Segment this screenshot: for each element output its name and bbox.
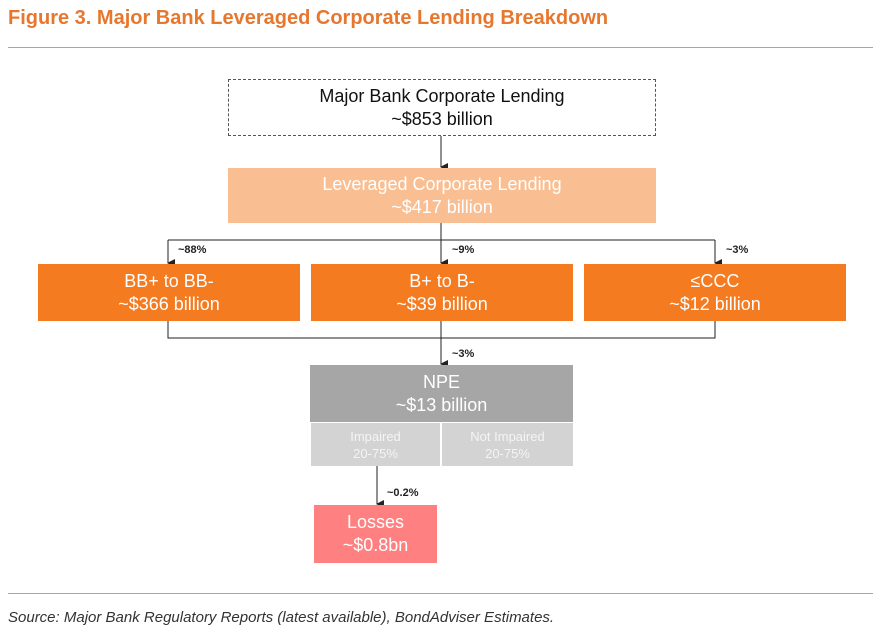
npe-label: NPE [422, 371, 460, 392]
losses-label: Losses [346, 512, 405, 532]
npe-share: ~3% [452, 348, 475, 360]
bb-value: ~$366 billion [118, 293, 220, 314]
ccc-value: ~$12 billion [669, 293, 761, 314]
top-divider [8, 47, 873, 48]
b-label: B+ to B- [409, 270, 475, 291]
impaired-label: Impaired [350, 428, 401, 444]
bb-box: BB+ to BB- ~$366 billion [38, 264, 300, 321]
b-share: ~9% [452, 244, 475, 256]
figure-title: Figure 3. Major Bank Leveraged Corporate… [8, 7, 609, 29]
impaired-box: Impaired 20-75% [311, 423, 440, 466]
ccc-share: ~3% [726, 244, 749, 256]
source-note: Source: Major Bank Regulatory Reports (l… [8, 609, 555, 626]
not-impaired-box: Not Impaired 20-75% [442, 423, 573, 466]
leveraged-lending-box: Leveraged Corporate Lending ~$417 billio… [228, 168, 656, 223]
leveraged-label: Leveraged Corporate Lending [322, 173, 562, 194]
ccc-box: ≤CCC ~$12 billion [584, 264, 846, 321]
corporate-lending-box: Major Bank Corporate Lending ~$853 billi… [228, 79, 656, 136]
b-box: B+ to B- ~$39 billion [311, 264, 573, 321]
b-value: ~$39 billion [396, 293, 488, 314]
bb-label: BB+ to BB- [124, 270, 214, 291]
losses-share: ~0.2% [387, 487, 419, 499]
bottom-divider [8, 593, 873, 594]
losses-box: Losses ~$0.8bn [314, 505, 437, 563]
losses-value: ~$0.8bn [342, 535, 409, 555]
ccc-label: ≤CCC [690, 270, 740, 291]
not-impaired-value: 20-75% [485, 445, 530, 461]
leveraged-value: ~$417 billion [391, 196, 493, 217]
corporate-value: ~$853 billion [391, 108, 493, 129]
npe-value: ~$13 billion [395, 394, 488, 415]
npe-box: NPE ~$13 billion [310, 365, 573, 422]
not-impaired-label: Not Impaired [470, 428, 545, 444]
corporate-label: Major Bank Corporate Lending [319, 85, 565, 106]
bb-share: ~88% [178, 244, 207, 256]
impaired-value: 20-75% [353, 445, 398, 461]
